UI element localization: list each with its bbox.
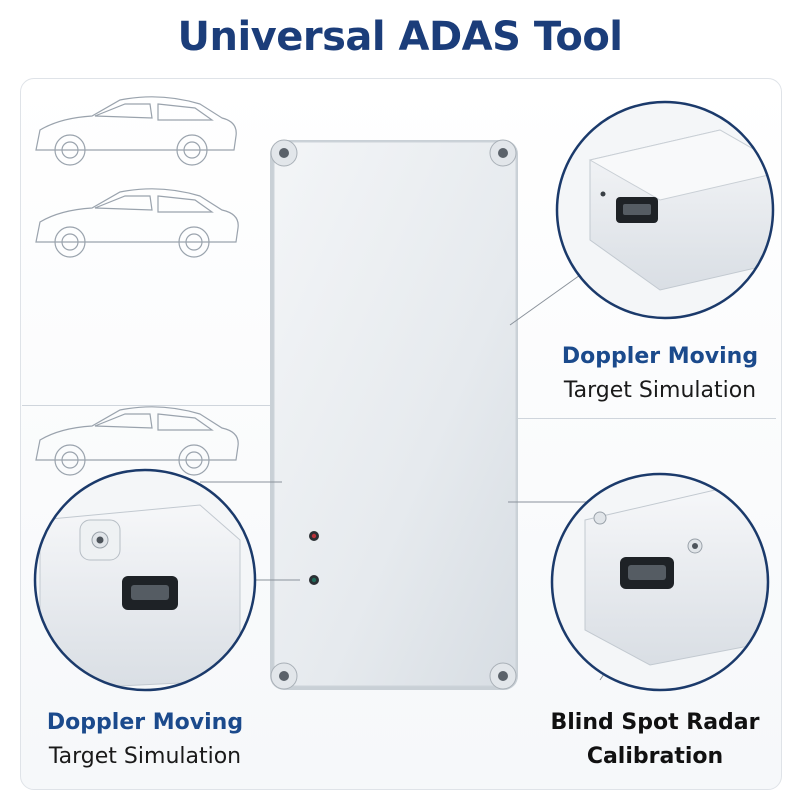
caption-bottom-right: Blind Spot Radar Calibration bbox=[530, 706, 780, 774]
callout-zoom-top-right bbox=[555, 100, 775, 320]
page-title: Universal ADAS Tool bbox=[177, 14, 623, 60]
callout-zoom-bottom-right bbox=[550, 472, 770, 692]
car-outline-icon bbox=[35, 188, 239, 258]
car-outline-icon bbox=[35, 96, 237, 166]
caption-bottom-right-line1: Blind Spot Radar bbox=[550, 710, 760, 735]
caption-bottom-left-line2: Target Simulation bbox=[48, 744, 242, 769]
left-divider bbox=[22, 405, 272, 406]
caption-top-right-line2: Target Simulation bbox=[563, 378, 757, 403]
led-indicator-icon bbox=[309, 531, 319, 585]
mounting-screw bbox=[270, 139, 517, 690]
right-divider bbox=[518, 418, 776, 419]
car-outline-icon bbox=[35, 406, 239, 476]
caption-bottom-left-line1: Doppler Moving bbox=[46, 710, 244, 735]
device-enclosure bbox=[270, 140, 518, 690]
caption-top-right: Doppler Moving Target Simulation bbox=[540, 340, 780, 408]
caption-bottom-left: Doppler Moving Target Simulation bbox=[20, 706, 270, 774]
callout-zoom-bottom-left bbox=[33, 468, 257, 692]
caption-top-right-line1: Doppler Moving bbox=[561, 344, 759, 369]
caption-bottom-right-line2: Calibration bbox=[586, 744, 724, 769]
